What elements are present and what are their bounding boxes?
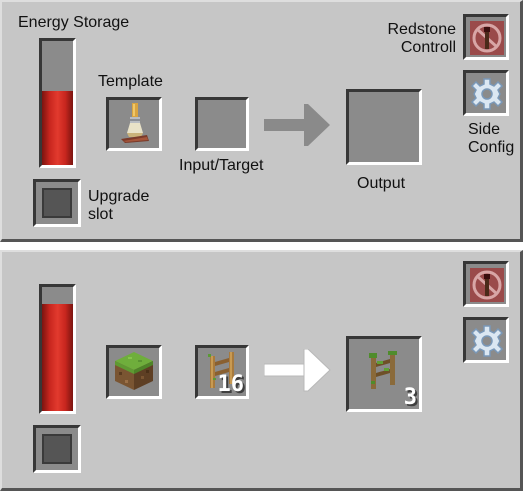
machine-gui-panel-active: 16 3 <box>0 250 523 491</box>
output-slot[interactable] <box>346 89 422 165</box>
energy-level-fill <box>42 90 73 165</box>
redstone-torch-disabled-icon <box>470 268 504 302</box>
input-target-slot[interactable] <box>195 97 249 151</box>
upgrade-slot-label-line1: Upgrade <box>88 188 150 205</box>
redstone-control-label-line2: Controll <box>400 39 456 56</box>
redstone-control-button[interactable] <box>463 261 509 307</box>
upgrade-slot[interactable] <box>33 425 81 473</box>
energy-storage-label: Energy Storage <box>18 14 130 31</box>
template-slot[interactable] <box>106 345 162 399</box>
machine-gui-panel-empty: Energy Storage Upgrade slot Template Inp… <box>0 0 523 242</box>
output-slot[interactable]: 3 <box>346 336 422 412</box>
template-label: Template <box>98 73 163 90</box>
input-target-label: Input/Target <box>179 157 264 174</box>
progress-arrow <box>264 104 330 146</box>
energy-level-fill <box>42 304 73 411</box>
grass-block-icon <box>115 352 153 390</box>
paintbrush-icon <box>121 103 149 143</box>
wooden-fence-icon <box>208 352 234 388</box>
side-config-label-line2: Config <box>468 139 515 156</box>
energy-storage-bar[interactable] <box>39 284 76 414</box>
upgrade-slot-placeholder <box>42 434 72 464</box>
side-config-button[interactable] <box>463 70 509 116</box>
item-stack-count: 16 <box>217 372 245 397</box>
mossy-fence-icon <box>369 351 397 389</box>
item-stack-count: 3 <box>403 385 417 410</box>
redstone-torch-disabled-icon <box>470 21 504 55</box>
upgrade-slot-placeholder <box>42 188 72 218</box>
energy-storage-bar[interactable] <box>39 38 76 168</box>
side-config-label-line1: Side <box>468 121 501 138</box>
upgrade-slot[interactable] <box>33 179 81 227</box>
input-target-slot[interactable]: 16 <box>195 345 249 399</box>
gear-icon <box>470 325 504 357</box>
redstone-control-label-line1: Redstone <box>387 21 457 38</box>
upgrade-slot-label-line2: slot <box>88 206 113 223</box>
side-config-button[interactable] <box>463 317 509 363</box>
gear-icon <box>470 78 504 110</box>
output-label: Output <box>357 175 406 192</box>
redstone-control-button[interactable] <box>463 14 509 60</box>
progress-arrow-complete <box>264 349 331 392</box>
template-slot[interactable] <box>106 97 162 151</box>
